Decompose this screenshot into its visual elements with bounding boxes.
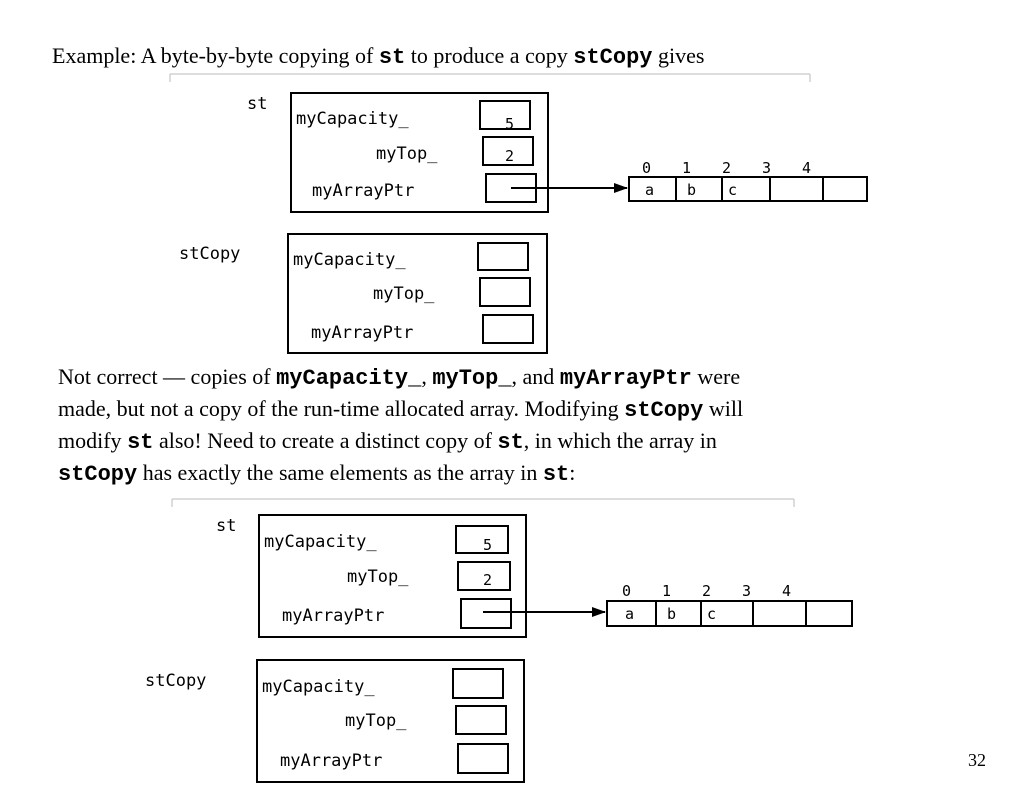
field-capacity-label: myCapacity_ — [296, 109, 409, 129]
heading-text: to produce a copy — [405, 43, 574, 68]
top-value-box — [479, 277, 531, 307]
array-cell: c — [707, 605, 716, 623]
field-top-label: myTop_ — [373, 284, 435, 304]
capacity-value-box — [455, 525, 509, 554]
paragraph-code: stCopy — [624, 398, 704, 423]
field-arrayptr-label: myArrayPtr — [280, 751, 382, 771]
page-number: 32 — [968, 750, 986, 770]
array-index: 4 — [802, 159, 811, 177]
capacity-value: 5 — [483, 536, 492, 554]
paragraph-text: Not correct — copies of — [58, 364, 277, 389]
st-label: st — [216, 516, 236, 536]
paragraph-code: st — [127, 430, 154, 455]
heading-text: gives — [652, 43, 705, 68]
array-cell: c — [728, 181, 737, 199]
paragraph-code: st — [497, 430, 524, 455]
field-capacity-label: myCapacity_ — [293, 250, 406, 270]
field-top-label: myTop_ — [376, 144, 438, 164]
top-value-box — [482, 136, 534, 166]
paragraph-code: myTop_ — [432, 366, 512, 391]
capacity-value: 5 — [505, 115, 514, 133]
paragraph-text: has exactly the same elements as the arr… — [137, 460, 543, 485]
stcopy-label: stCopy — [145, 671, 206, 691]
array-index: 0 — [622, 582, 631, 600]
paragraph-text: modify — [58, 428, 128, 453]
paragraph-code: stCopy — [58, 462, 138, 487]
array-cell: b — [667, 605, 676, 623]
paragraph-text: will — [703, 396, 744, 421]
array-cell: a — [645, 181, 654, 199]
array-index: 3 — [742, 582, 751, 600]
capacity-value-box — [452, 668, 504, 699]
heading: Example: A byte-by-byte copying of st to… — [52, 42, 704, 72]
st-label: st — [247, 94, 267, 114]
field-arrayptr-label: myArrayPtr — [311, 323, 413, 343]
field-capacity-label: myCapacity_ — [264, 532, 377, 552]
arrayptr-value-box — [460, 598, 512, 629]
array-index: 4 — [782, 582, 791, 600]
array-index: 1 — [662, 582, 671, 600]
heading-text: Example: A byte-by-byte copying of — [52, 43, 379, 68]
paragraph-text: , — [421, 364, 433, 389]
top-value-box — [457, 561, 511, 591]
paragraph-code: myCapacity_ — [276, 366, 422, 391]
paragraph-text: were — [691, 364, 741, 389]
heading-code-stcopy: stCopy — [573, 45, 653, 70]
capacity-value-box — [479, 100, 531, 130]
array-index: 2 — [722, 159, 731, 177]
array-cell: a — [625, 605, 634, 623]
array-index: 3 — [762, 159, 771, 177]
st-object-box — [258, 514, 527, 638]
field-arrayptr-label: myArrayPtr — [282, 606, 384, 626]
stcopy-object-box — [287, 233, 548, 354]
array-box — [628, 176, 868, 202]
paragraph-text: also! Need to create a distinct copy of — [153, 428, 498, 453]
top-value: 2 — [505, 147, 514, 165]
array-index: 1 — [682, 159, 691, 177]
array-cell: b — [687, 181, 696, 199]
field-top-label: myTop_ — [347, 567, 409, 587]
array-box — [606, 600, 853, 627]
arrayptr-value-box — [457, 743, 509, 774]
field-arrayptr-label: myArrayPtr — [312, 181, 414, 201]
heading-code-st: st — [378, 45, 406, 70]
st-object-box — [290, 92, 549, 213]
paragraph-code: st — [542, 462, 570, 487]
stcopy-object-box — [256, 659, 525, 783]
paragraph-text: made, but not a copy of the run-time all… — [58, 396, 625, 421]
stcopy-label: stCopy — [179, 244, 240, 264]
paragraph-line-4: stCopy has exactly the same elements as … — [58, 458, 978, 490]
paragraph-text: : — [569, 460, 576, 485]
paragraph-text: , and — [511, 364, 560, 389]
diagram-2: st myCapacity_ 5 myTop_ 2 myArrayPtr 0 1… — [145, 498, 853, 783]
paragraph-line-2: made, but not a copy of the run-time all… — [58, 394, 978, 426]
array-index: 0 — [642, 159, 651, 177]
top-value-box — [455, 705, 507, 735]
paragraph-code: myArrayPtr — [559, 366, 692, 391]
field-capacity-label: myCapacity_ — [262, 677, 375, 697]
top-value: 2 — [483, 571, 492, 589]
paragraph-text: , in which the array in — [523, 428, 717, 453]
capacity-value-box — [477, 242, 529, 271]
explanation-paragraph: Not correct — copies of myCapacity_, myT… — [58, 362, 978, 490]
paragraph-line-1: Not correct — copies of myCapacity_, myT… — [58, 362, 978, 394]
diagram-1: st myCapacity_ 5 myTop_ 2 myArrayPtr 0 1… — [169, 73, 868, 354]
arrayptr-value-box — [482, 314, 534, 344]
paragraph-line-3: modify st also! Need to create a distinc… — [58, 426, 978, 458]
field-top-label: myTop_ — [345, 711, 407, 731]
array-index: 2 — [702, 582, 711, 600]
